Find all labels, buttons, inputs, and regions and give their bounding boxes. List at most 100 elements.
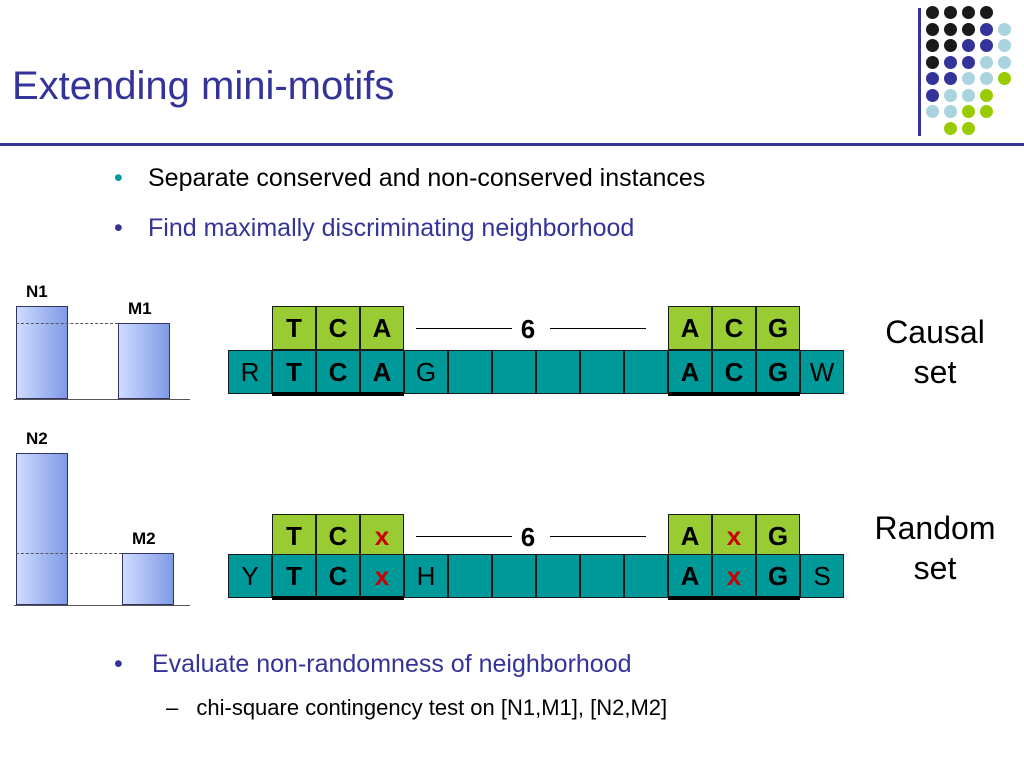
- decor-dot: [926, 22, 939, 36]
- random-sequence-cell: S: [800, 554, 844, 598]
- decor-dot: [944, 72, 957, 85]
- decor-dot: [944, 22, 957, 36]
- decor-dot: [980, 72, 993, 85]
- random-sequence-cell: [624, 554, 668, 598]
- causal-set-label: Causal set: [860, 312, 1010, 392]
- sub-bullet-dash: –: [166, 695, 179, 720]
- random-gap-line-left: [416, 536, 512, 537]
- bullet-2: • Find maximally discriminating neighbor…: [114, 214, 874, 246]
- decor-dot: [926, 105, 939, 118]
- bullet-2-text: Find maximally discriminating neighborho…: [148, 214, 635, 242]
- random-motif-left-cell: T: [272, 514, 316, 558]
- decor-dot: [926, 72, 939, 85]
- bullet-2-marker: •: [114, 214, 123, 242]
- causal-motif-left-cell: T: [272, 306, 316, 350]
- decor-dot: [962, 55, 975, 69]
- random-gap-length: 6: [520, 522, 536, 552]
- causal-motif-right-cell: C: [712, 306, 756, 350]
- random-sequence-cell: A: [668, 554, 712, 598]
- random-label-line2: set: [913, 550, 957, 586]
- decor-dot: [980, 22, 993, 36]
- causal-sequence-cell: G: [404, 350, 448, 394]
- causal-sequence-cell: T: [272, 350, 316, 394]
- decor-dot: [962, 121, 975, 135]
- random-motif-underline-right: [668, 596, 800, 600]
- random-motif-right-cell: A: [668, 514, 712, 558]
- bar-label-m1: M1: [128, 298, 152, 318]
- random-motif-right-cell: G: [756, 514, 800, 558]
- causal-sequence-cell: [580, 350, 624, 394]
- causal-sequence-cell: [624, 350, 668, 394]
- bar-axis-bottom: [14, 605, 190, 606]
- decor-dot: [962, 39, 975, 52]
- causal-sequence-cell: C: [712, 350, 756, 394]
- random-sequence-cell: T: [272, 554, 316, 598]
- random-sequence-cell: [492, 554, 536, 598]
- decor-dot: [998, 55, 1011, 69]
- random-motif-left-cell: C: [316, 514, 360, 558]
- bar-reference-dash-top: [16, 322, 118, 324]
- causal-label-line2: set: [913, 354, 957, 390]
- decor-dot: [926, 88, 939, 102]
- decor-dot: [980, 105, 993, 118]
- sub-bullet-text: chi-square contingency test on [N1,M1], …: [196, 695, 668, 720]
- causal-motif-left-cell: C: [316, 306, 360, 350]
- bar-m1: [118, 322, 170, 399]
- decor-dot: [980, 6, 993, 19]
- bar-n1: [16, 306, 68, 399]
- causal-motif-right-cell: A: [668, 306, 712, 350]
- random-sequence-cell: x: [360, 554, 404, 598]
- decor-vertical-line: [918, 8, 921, 136]
- decor-dot: [926, 55, 939, 69]
- decor-dot: [998, 39, 1011, 52]
- decor-dot: [962, 6, 975, 19]
- random-sequence-cell: x: [712, 554, 756, 598]
- decor-dot: [980, 88, 993, 102]
- causal-motif-right-cell: G: [756, 306, 800, 350]
- random-motif-underline-left: [272, 596, 404, 600]
- random-label-line1: Random: [874, 510, 996, 546]
- decor-dot: [962, 88, 975, 102]
- random-sequence-cell: [536, 554, 580, 598]
- random-sequence-cell: Y: [228, 554, 272, 598]
- decor-dot: [962, 105, 975, 118]
- causal-sequence-cell: A: [360, 350, 404, 394]
- bullet-1-text: Separate conserved and non-conserved ins…: [148, 164, 706, 192]
- decor-dot: [980, 55, 993, 69]
- bullet-3: • Evaluate non-randomness of neighborhoo…: [114, 650, 874, 682]
- bar-label-n2: N2: [26, 429, 48, 448]
- causal-gap-line-left: [416, 328, 512, 329]
- random-sequence-cell: [448, 554, 492, 598]
- random-sequence-cell: H: [404, 554, 448, 598]
- causal-sequence-cell: G: [756, 350, 800, 394]
- causal-motif-underline-right: [668, 392, 800, 396]
- decor-dot: [926, 39, 939, 52]
- decor-dot: [962, 22, 975, 36]
- causal-motif-left-cell: A: [360, 306, 404, 350]
- bar-reference-dash-bottom: [16, 553, 122, 555]
- bullet-3-marker: •: [114, 650, 123, 678]
- causal-sequence-cell: [492, 350, 536, 394]
- decor-dot: [944, 39, 957, 52]
- decor-dot: [998, 22, 1011, 36]
- bar-axis-top: [14, 399, 190, 400]
- bullet-1: • Separate conserved and non-conserved i…: [114, 164, 874, 196]
- decor-dot: [944, 6, 957, 19]
- causal-motif-underline-left: [272, 392, 404, 396]
- sub-bullet: – chi-square contingency test on [N1,M1]…: [166, 695, 866, 725]
- random-set-label: Random set: [860, 508, 1010, 588]
- decor-dot: [944, 121, 957, 135]
- causal-sequence-cell: C: [316, 350, 360, 394]
- random-motif-left-cell: x: [360, 514, 404, 558]
- causal-label-line1: Causal: [885, 314, 985, 350]
- decor-dot-grid: [926, 6, 1024, 140]
- decor-dot: [944, 88, 957, 102]
- title-divider: [0, 143, 1024, 146]
- decor-dot: [944, 105, 957, 118]
- random-gap-line-right: [550, 536, 646, 537]
- bullet-1-marker: •: [114, 164, 123, 192]
- decor-dot: [962, 72, 975, 85]
- random-motif-right-cell: x: [712, 514, 756, 558]
- causal-sequence-cell: R: [228, 350, 272, 394]
